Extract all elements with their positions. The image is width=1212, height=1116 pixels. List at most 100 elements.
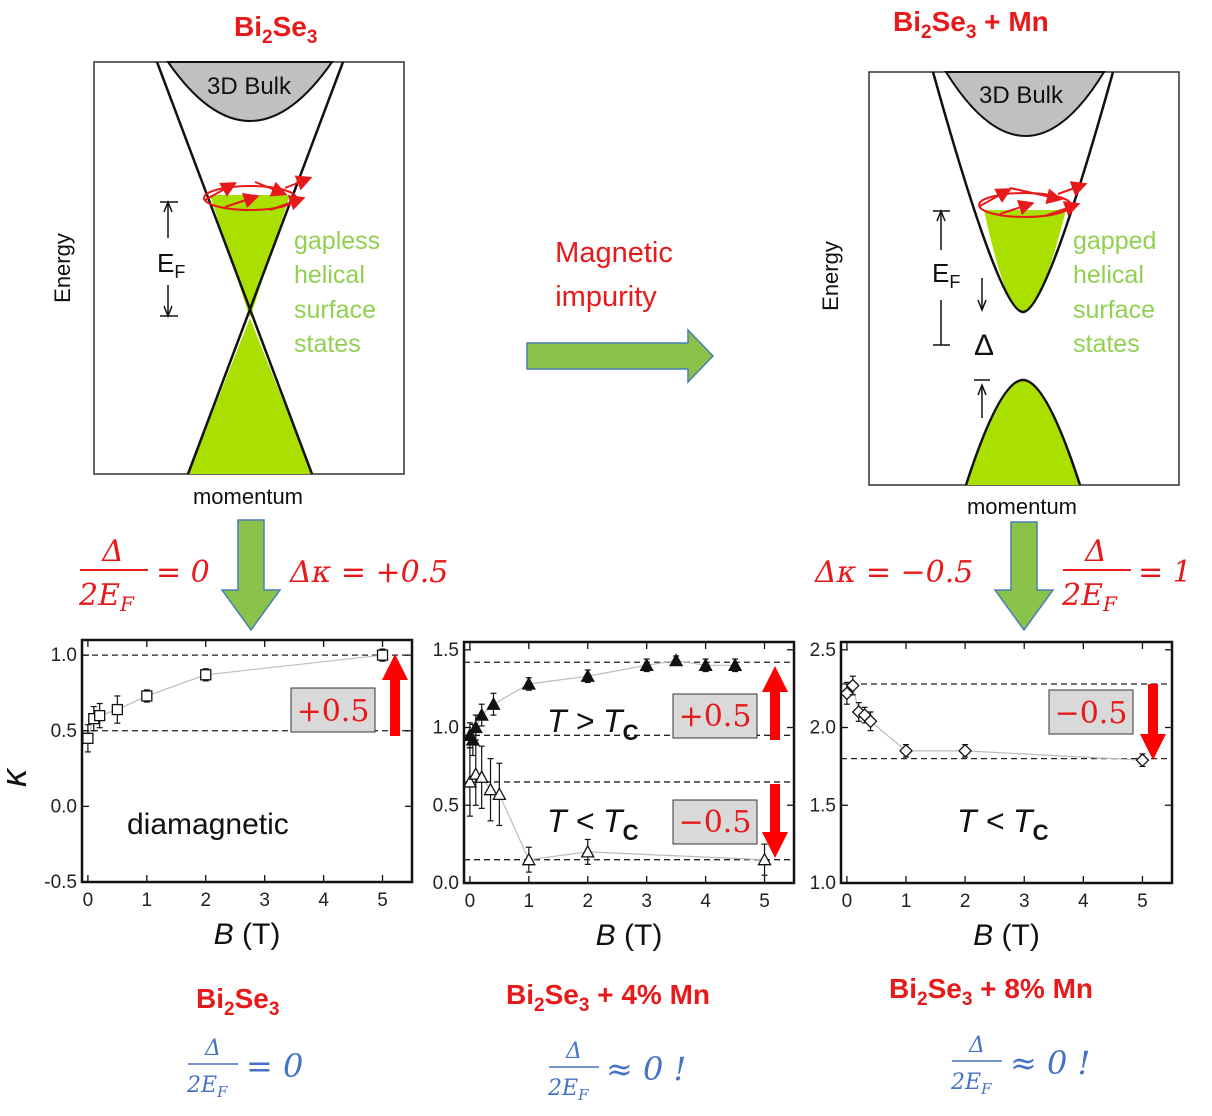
y-tick-label: 1.5 bbox=[810, 795, 836, 816]
cone-line-left-b bbox=[186, 61, 345, 475]
x-axis-label: B (T) bbox=[973, 919, 1040, 952]
x-tick-label: 2 bbox=[582, 891, 593, 912]
arrow-down-chart1 bbox=[762, 784, 788, 858]
spin-arrows-left bbox=[204, 175, 313, 211]
y-axis-label-chart0: κ bbox=[0, 767, 34, 787]
cone-line-left-a bbox=[155, 61, 314, 475]
y-tick-label: 0.5 bbox=[433, 795, 459, 816]
svg-text:gapped: gapped bbox=[1073, 227, 1156, 255]
svg-text:+0.5: +0.5 bbox=[297, 694, 370, 729]
annot-below-tc-chart2: T < TC bbox=[957, 803, 1049, 845]
data-point bbox=[863, 714, 878, 729]
plot-frame bbox=[80, 638, 414, 884]
footer-ratio-chart0: Δ 2EF = 0 bbox=[186, 1036, 303, 1101]
x-tick-label: 3 bbox=[641, 891, 652, 912]
delta-box-below-chart1: −0.5 bbox=[672, 799, 758, 845]
energy-label-left: Energy bbox=[50, 233, 75, 303]
x-tick-label: 0 bbox=[842, 891, 853, 912]
diagram-title-right: Bi2Se3 + Mn bbox=[893, 6, 1049, 43]
y-tick-label: 1.0 bbox=[433, 718, 459, 739]
footer-ratio-chart1: Δ 2EF ≈ 0 ! bbox=[547, 1039, 686, 1104]
svg-text:Δ: Δ bbox=[968, 1033, 985, 1058]
bulk-band-left bbox=[166, 61, 334, 122]
data-point bbox=[845, 678, 860, 693]
data-point bbox=[462, 774, 477, 788]
dkappa-left: Δκ = +0.5 bbox=[289, 555, 448, 590]
data-point bbox=[521, 852, 536, 866]
diamagnetic-label: diamagnetic bbox=[127, 808, 289, 841]
y-tick-label: 0.5 bbox=[51, 721, 77, 742]
svg-text:= 0: = 0 bbox=[156, 555, 210, 590]
data-point bbox=[376, 649, 389, 661]
data-point bbox=[200, 669, 212, 681]
x-tick-label: 2 bbox=[200, 890, 211, 911]
surface-states-label-left: gapless helical surface states bbox=[294, 227, 380, 358]
upper-band-curve-right bbox=[931, 71, 1115, 314]
delta-box-chart0: +0.5 bbox=[290, 687, 376, 733]
annot-below-tc-chart1: T < TC bbox=[547, 803, 639, 845]
y-tick-label: 0.0 bbox=[433, 873, 459, 894]
x-tick-label: 2 bbox=[960, 891, 971, 912]
svg-text:states: states bbox=[1073, 330, 1140, 358]
svg-text:2EF: 2EF bbox=[1061, 578, 1118, 616]
y-tick-label: 1.5 bbox=[433, 640, 459, 661]
data-point bbox=[492, 787, 507, 801]
svg-text:Δ: Δ bbox=[101, 534, 124, 569]
svg-text:−0.5: −0.5 bbox=[679, 805, 752, 840]
band-diagram-gapped: Bi2Se3 + Mn 3D Bulk EF Δ Energy momentum… bbox=[818, 6, 1180, 519]
ef-label-right: EF bbox=[932, 258, 960, 292]
delta-box-above-chart1: +0.5 bbox=[672, 693, 758, 739]
svg-text:≈ 0 !: ≈ 0 ! bbox=[1010, 1044, 1090, 1082]
data-point bbox=[521, 676, 536, 690]
data-point bbox=[698, 657, 713, 671]
arrow-up-chart1 bbox=[762, 666, 788, 740]
arrow-down-chart2 bbox=[1140, 684, 1166, 760]
x-tick-label: 5 bbox=[759, 891, 770, 912]
footer-label-chart1: Bi2Se3 + 4% Mn bbox=[506, 979, 710, 1016]
data-point bbox=[474, 769, 489, 783]
x-tick-label: 0 bbox=[83, 890, 94, 911]
x-axis-label: B (T) bbox=[596, 919, 663, 952]
x-tick-label: 1 bbox=[142, 890, 153, 911]
y-tick-label: 1.0 bbox=[51, 645, 77, 666]
data-point bbox=[483, 782, 498, 796]
svg-text:≈ 0 !: ≈ 0 ! bbox=[606, 1050, 686, 1088]
data-point bbox=[474, 707, 489, 721]
data-point bbox=[111, 703, 124, 716]
ef-label-left: EF bbox=[157, 248, 185, 282]
svg-text:+0.5: +0.5 bbox=[679, 699, 752, 734]
data-point bbox=[141, 690, 153, 702]
x-tick-label: 0 bbox=[465, 891, 476, 912]
energy-label-right: Energy bbox=[818, 241, 843, 311]
annot-above-tc: T > TC bbox=[547, 703, 639, 745]
data-point bbox=[669, 653, 684, 667]
data-point bbox=[639, 657, 654, 671]
bulk-label-right: 3D Bulk bbox=[979, 82, 1064, 109]
upper-cone-left bbox=[210, 195, 290, 318]
svg-text:gapless: gapless bbox=[294, 227, 380, 255]
lower-gapped-band-right bbox=[966, 380, 1080, 485]
svg-text:−0.5: −0.5 bbox=[1055, 696, 1128, 731]
upper-gapped-band-right bbox=[984, 210, 1066, 312]
data-point bbox=[580, 668, 595, 682]
down-arrow-left bbox=[220, 519, 282, 632]
y-tick-label: 2.0 bbox=[810, 718, 836, 739]
data-point bbox=[580, 844, 595, 858]
svg-text:Δ: Δ bbox=[565, 1039, 582, 1064]
svg-text:states: states bbox=[294, 330, 361, 358]
svg-text:surface: surface bbox=[294, 296, 376, 324]
footer-label-chart0: Bi2Se3 bbox=[196, 983, 279, 1020]
data-point bbox=[851, 705, 866, 719]
momentum-label-left: momentum bbox=[193, 484, 303, 509]
down-arrow-right bbox=[993, 521, 1055, 632]
arrow-up-chart0 bbox=[382, 654, 408, 736]
transition: Magnetic impurity bbox=[526, 237, 715, 384]
spin-arrows-right bbox=[979, 181, 1088, 217]
data-point bbox=[757, 852, 772, 866]
y-tick-label: 2.5 bbox=[810, 640, 836, 661]
svg-text:2EF: 2EF bbox=[78, 578, 135, 616]
momentum-label-right: momentum bbox=[967, 494, 1077, 519]
